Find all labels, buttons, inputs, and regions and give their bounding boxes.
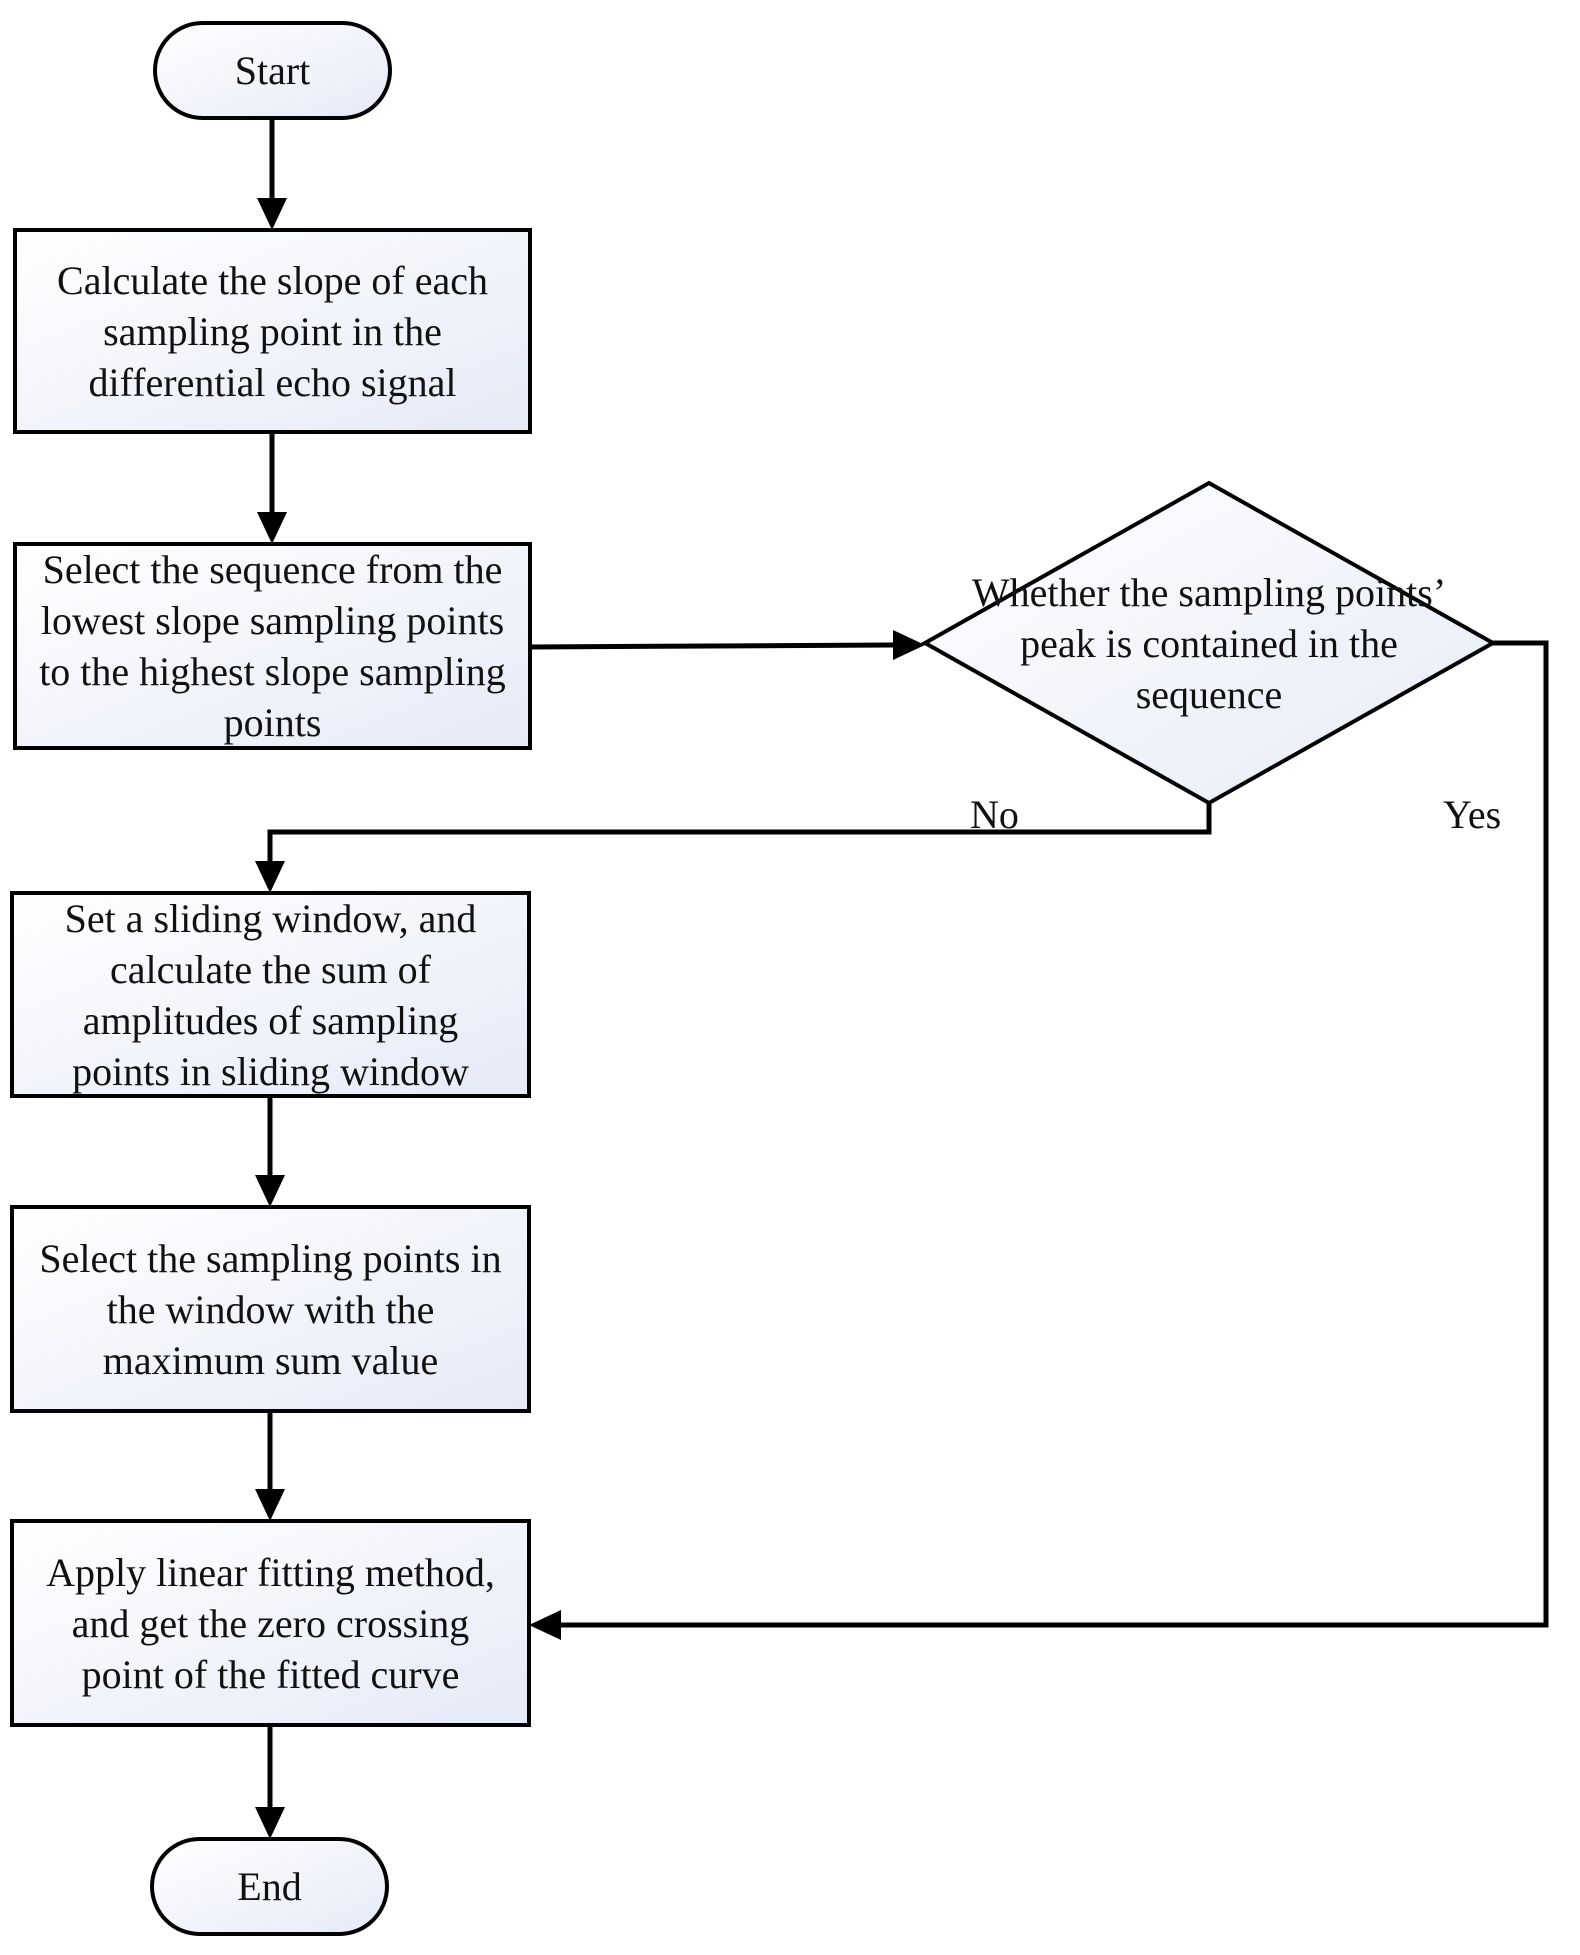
start-label: Start <box>234 48 311 93</box>
linear-fit-text: Apply linear fitting method, and get the… <box>46 1549 495 1697</box>
no-label: No <box>970 792 1019 837</box>
calc-slope-box <box>13 228 532 434</box>
select-sequence-box <box>13 542 532 750</box>
arrowhead-max <box>255 1175 285 1207</box>
arrowhead-window <box>255 861 285 893</box>
edge-decision-no <box>267 803 1212 863</box>
linear-fit-box <box>10 1519 531 1727</box>
arrowhead-end <box>255 1807 285 1839</box>
select-sequence-text: Select the sequence from the lowest slop… <box>39 547 506 745</box>
end-label: End <box>237 1864 302 1909</box>
arrowhead-select <box>257 512 287 544</box>
yes-label: Yes <box>1443 792 1502 837</box>
edge-select-to-decision <box>529 642 896 650</box>
edge-decision-yes <box>559 640 1549 1628</box>
decision-text: Whether the sampling points’ peak is con… <box>971 569 1447 717</box>
sliding-window-text: Set a sliding window, and calculate the … <box>64 895 477 1094</box>
arrowhead-fit-from-max <box>255 1489 285 1521</box>
end-terminal <box>150 1837 389 1936</box>
select-max-text: Select the sampling points in the window… <box>39 1235 502 1383</box>
arrowhead-calc <box>257 198 287 230</box>
arrowhead-fit-from-yes <box>529 1610 561 1640</box>
sliding-window-box <box>10 891 531 1098</box>
arrowhead-decision <box>893 630 925 660</box>
calc-slope-text: Calculate the slope of each sampling poi… <box>57 257 488 405</box>
